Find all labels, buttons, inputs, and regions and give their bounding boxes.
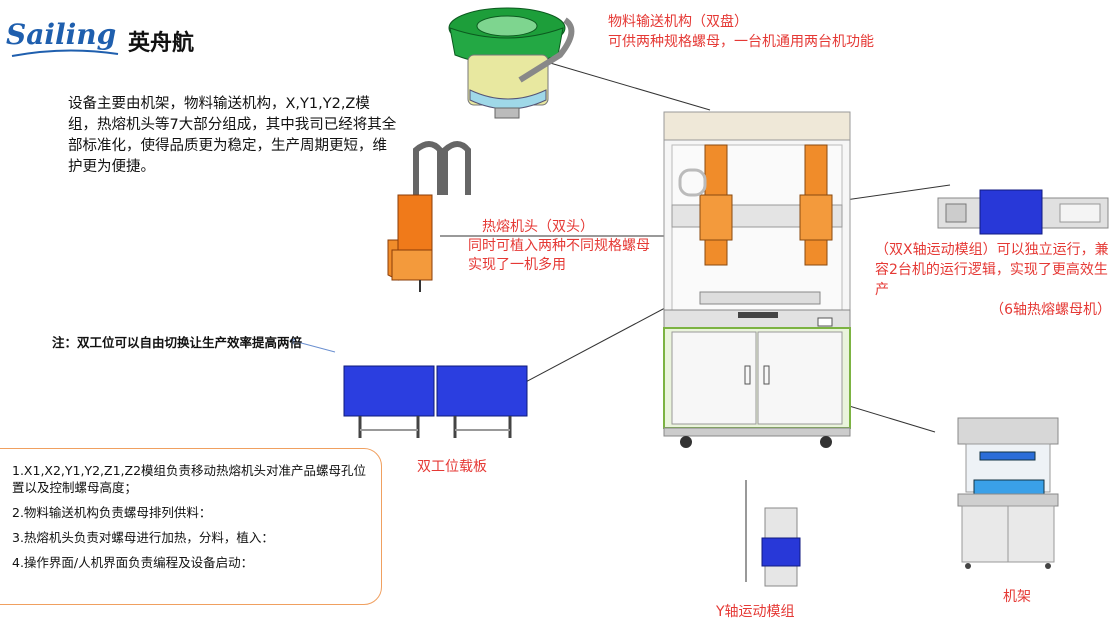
logo-script: Sailing bbox=[6, 18, 117, 51]
logo-name: 英舟航 bbox=[128, 31, 195, 56]
frame-image bbox=[957, 417, 1059, 569]
step-item: 1.X1,X2,Y1,Y2,Z1,Z2模组负责移动热熔机头对准产品螺母孔位置以及… bbox=[12, 463, 367, 495]
logo-swoosh bbox=[11, 49, 119, 57]
head-title: 热熔机头（双头） bbox=[482, 219, 594, 235]
feeder-title: 物料输送机构（双盘） bbox=[608, 14, 748, 30]
station-image bbox=[343, 365, 528, 438]
head-image bbox=[387, 141, 471, 292]
machine-image bbox=[663, 111, 851, 448]
dual-station-note: 注：双工位可以自由切换让生产效率提高两倍 bbox=[52, 335, 303, 350]
y-module-image bbox=[761, 507, 801, 587]
station-label: 双工位载板 bbox=[417, 459, 487, 475]
feeder-image bbox=[448, 7, 575, 119]
x-module-desc: （双X轴运动模组）可以独立运行，兼容2台机的运行逻辑，实现了更高效生产 bbox=[875, 242, 1109, 298]
step-item: 4.操作界面/人机界面负责编程及设备启动： bbox=[12, 555, 254, 570]
note-arrow bbox=[289, 339, 336, 353]
head-desc: 同时可植入两种不同规格螺母实现了一机多用 bbox=[468, 238, 650, 273]
step-item: 2.物料输送机构负责螺母排列供料： bbox=[12, 505, 212, 520]
station-connector bbox=[519, 299, 681, 386]
x-module-label: （双X轴运动模组）可以独立运行，兼容2台机的运行逻辑，实现了更高效生产 （6轴热… bbox=[875, 240, 1111, 320]
feeder-connector bbox=[539, 59, 711, 111]
y-module-label: Y轴运动模组 bbox=[716, 604, 795, 620]
head-label: 热熔机头（双头） 同时可植入两种不同规格螺母实现了一机多用 bbox=[468, 218, 658, 275]
frame-label: 机架 bbox=[1003, 589, 1031, 605]
x-module-model: （6轴热熔螺母机） bbox=[990, 302, 1111, 318]
step-item: 3.热熔机头负责对螺母进行加热，分料，植入： bbox=[12, 530, 274, 545]
steps-list: 1.X1,X2,Y1,Y2,Z1,Z2模组负责移动热熔机头对准产品螺母孔位置以及… bbox=[12, 462, 377, 579]
feeder-label: 物料输送机构（双盘） 可供两种规格螺母，一台机通用两台机功能 bbox=[608, 12, 874, 52]
steps-box bbox=[0, 448, 382, 605]
intro-text: 设备主要由机架，物料输送机构，X,Y1,Y2,Z模组，热熔机头等7大部分组成，其… bbox=[68, 96, 397, 175]
x-module-image bbox=[937, 189, 1109, 235]
feeder-desc: 可供两种规格螺母，一台机通用两台机功能 bbox=[608, 34, 874, 50]
